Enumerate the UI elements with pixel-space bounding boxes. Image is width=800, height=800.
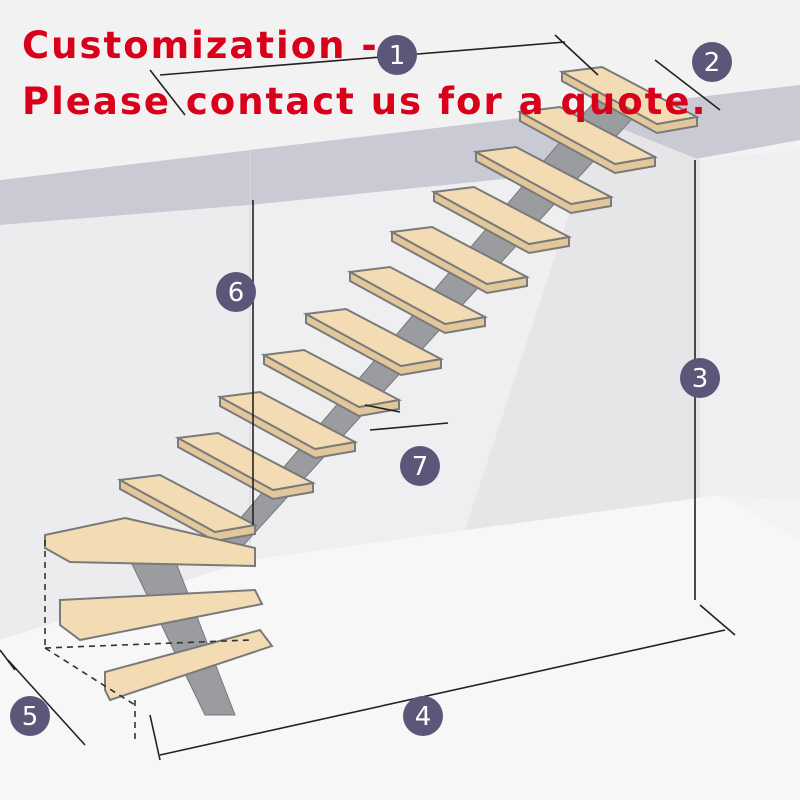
badge-circle (216, 272, 256, 312)
dimension-badge-7: 7 (400, 446, 440, 486)
dimension-line (699, 604, 736, 636)
tread (260, 348, 403, 409)
dimension-badge-1: 1 (377, 35, 417, 75)
tread (430, 185, 573, 246)
dimension-line (0, 649, 16, 671)
badge-circle (400, 446, 440, 486)
tread (346, 265, 489, 326)
badge-label: 4 (415, 702, 432, 732)
dimension-line (364, 404, 401, 413)
tread (472, 145, 615, 206)
dimension-line (554, 34, 599, 76)
tread (516, 105, 659, 166)
dimension-badge-2: 2 (692, 42, 732, 82)
winder-tread (104, 628, 274, 702)
dimension-badge-3: 3 (680, 358, 720, 398)
badge-circle (10, 696, 50, 736)
upper-floor-left (0, 0, 800, 180)
dimension-badge-5: 5 (10, 696, 50, 736)
tread (302, 307, 445, 368)
dimension-line (369, 422, 449, 431)
dimension-line (654, 59, 721, 111)
dimension-line (149, 714, 161, 761)
badge-label: 5 (22, 702, 39, 732)
tread (558, 65, 701, 126)
badge-label: 7 (412, 452, 429, 482)
dimension-badge-6: 6 (216, 272, 256, 312)
badge-circle (377, 35, 417, 75)
tread (174, 431, 317, 492)
dimension-line (149, 69, 186, 116)
badge-label: 2 (704, 48, 721, 78)
floor-upper-band (0, 150, 250, 225)
badge-circle (680, 358, 720, 398)
badge-label: 3 (692, 364, 709, 394)
dimension-line (159, 41, 566, 76)
dashed-guide (44, 639, 251, 649)
badge-circle (403, 696, 443, 736)
dimension-badge-4: 4 (403, 696, 443, 736)
dimension-lines (0, 34, 736, 761)
headline-line-1: Customization - (22, 24, 379, 67)
ground-floor (0, 495, 800, 800)
tread (116, 473, 259, 534)
tread (388, 225, 531, 286)
badge-label: 1 (389, 41, 406, 71)
stair-treads (44, 65, 701, 702)
wall-shadow (460, 120, 700, 590)
badge-label: 6 (228, 278, 245, 308)
winder-tread (59, 588, 264, 642)
dashed-guide (44, 647, 136, 706)
dimension-line (7, 659, 86, 746)
dimension-badges: 1 2 3 4 5 6 7 (10, 35, 732, 736)
dimension-line (159, 629, 726, 756)
badge-circle (692, 42, 732, 82)
headline-line-2: Please contact us for a quote. (22, 80, 708, 123)
winder-tread (44, 516, 256, 568)
